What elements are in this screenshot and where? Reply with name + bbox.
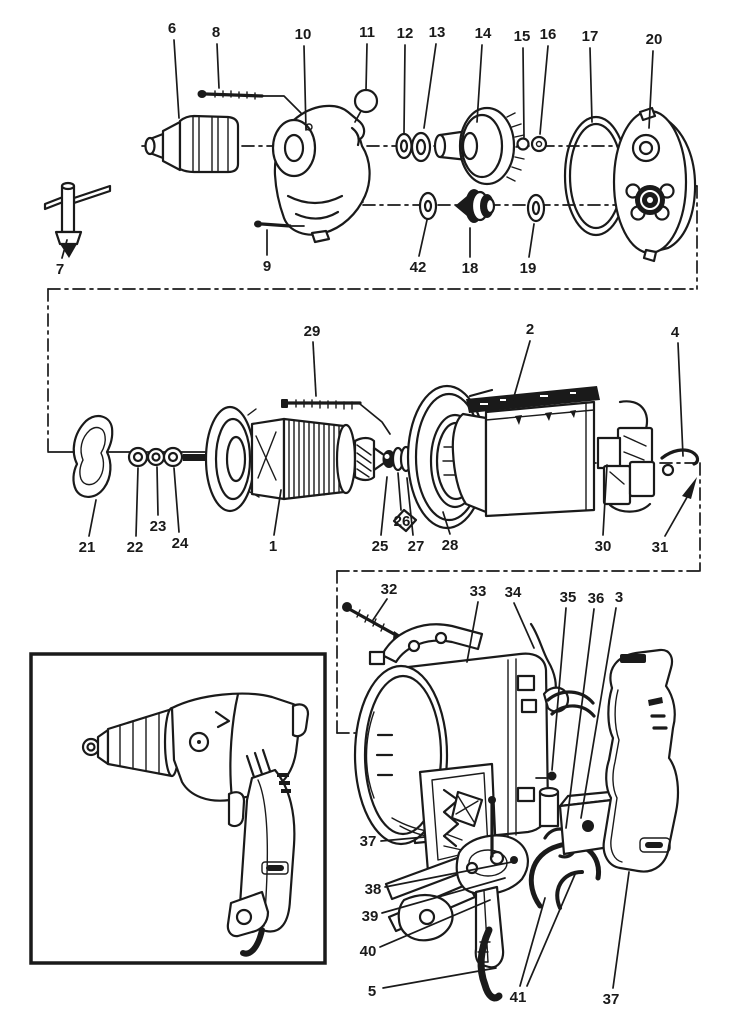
callout-3: 3 [615,589,623,606]
detent-ball-part-11 [353,88,379,123]
callout-32: 32 [381,581,398,598]
callout-6: 6 [168,20,176,37]
callout-24: 24 [172,535,189,552]
screw-part-29 [281,399,391,435]
callout-26: 26 [394,513,411,530]
callout-42: 42 [410,259,427,276]
callout-38: 38 [365,881,382,898]
callout-9: 9 [263,258,271,275]
callout-10: 10 [295,26,312,43]
callout-4: 4 [671,324,680,341]
chuck-key-part-7 [43,181,112,258]
washer-part-23 [146,447,166,467]
washer-part-24 [162,446,184,468]
callout-35: 35 [560,589,577,606]
callout-2: 2 [526,321,534,338]
callout-30: 30 [595,538,612,555]
callout-19: 19 [520,260,537,277]
brush-holder-part-30 [596,400,656,513]
callout-37-left: 37 [360,833,377,850]
callout-22: 22 [127,539,144,556]
callout-39: 39 [362,908,379,925]
callout-13: 13 [429,24,446,41]
ball-part-15 [516,137,530,151]
pinion-part-18 [455,189,496,223]
screw-part-9 [254,220,305,228]
washer-part-42 [418,191,438,221]
washer-part-12 [395,132,413,160]
lever-part-34 [529,622,596,781]
callout-28: 28 [442,537,459,554]
callout-14: 14 [475,25,492,42]
callout-18: 18 [462,260,479,277]
callout-29: 29 [304,323,321,340]
callout-1: 1 [269,538,277,555]
callout-23: 23 [150,518,167,535]
callout-17: 17 [582,28,599,45]
end-bracket-part-20 [612,106,697,263]
switch-parts-38-39-40 [384,796,529,969]
handle-housing-part-37-right [602,648,680,873]
callout-37-right: 37 [603,991,620,1008]
callout-20: 20 [646,31,663,48]
callout-41: 41 [510,989,527,1006]
callout-7: 7 [56,261,64,278]
callout-27: 27 [408,538,425,555]
washer-part-19 [526,193,546,223]
callout-8: 8 [212,24,220,41]
washer-part-13 [410,131,432,163]
screw-part-8 [197,90,302,114]
armature-part-1 [183,405,386,513]
leader-lines [61,39,691,989]
field-part-2 [451,386,600,518]
clip-part-4-and-31 [660,448,700,499]
callout-12: 12 [397,25,414,42]
drill-overview-box [29,652,327,965]
cord-part-5 [477,926,503,1002]
ball-part-16 [530,135,548,153]
gear-shaft-part-14 [433,106,526,186]
retainer-part-21 [72,415,114,498]
callout-16: 16 [540,26,557,43]
callout-36: 36 [588,590,605,607]
callout-labels: 6 8 10 11 12 13 14 15 16 17 20 7 9 42 18… [56,20,680,1008]
gear-case-part-10 [271,104,371,244]
washer-part-22 [127,446,149,468]
callout-40: 40 [360,943,377,960]
callout-33: 33 [470,583,487,600]
callout-25: 25 [372,538,389,555]
chuck-part-6 [144,114,240,174]
drill-overview-illustration [81,692,310,957]
callout-31: 31 [652,539,669,556]
callout-5: 5 [368,983,376,1000]
callout-15: 15 [514,28,531,45]
callout-34: 34 [505,584,522,601]
callout-21: 21 [79,539,96,556]
callout-11: 11 [359,24,375,41]
